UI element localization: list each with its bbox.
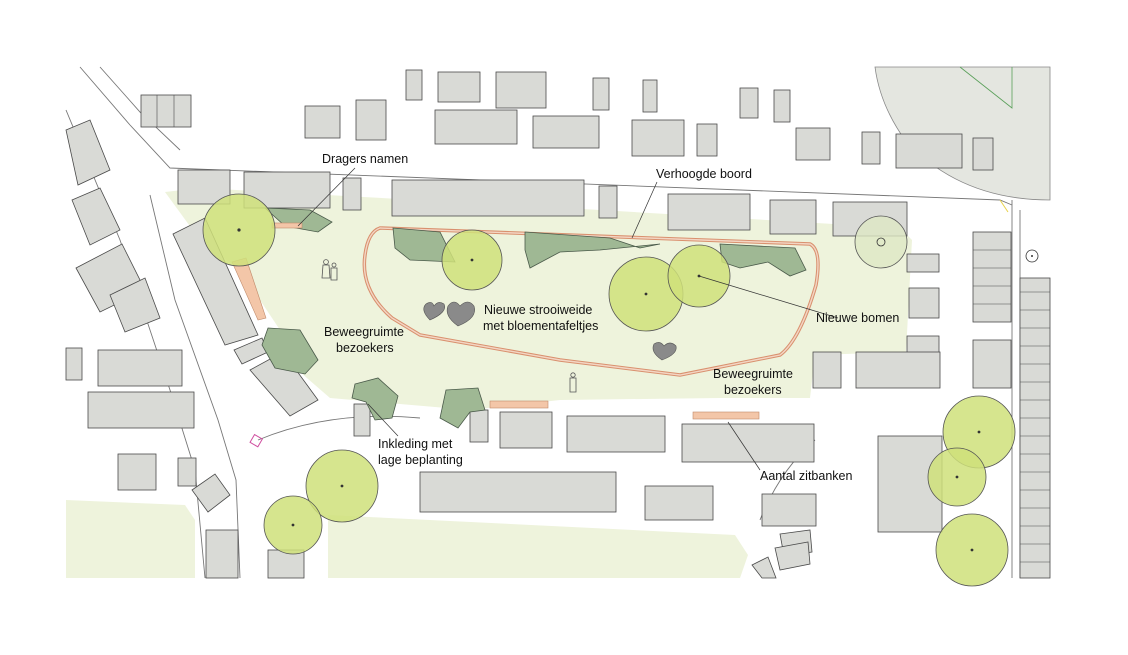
street-north-2 [99,66,181,151]
label-strooiweide-line2: met bloementafeltjes [483,319,598,333]
buildings-south [353,403,817,579]
flower-tables [423,301,677,361]
street-west [149,194,241,579]
park-lawn [165,188,912,410]
trees [202,193,1039,587]
street-north [79,66,1013,206]
label-beweegruimte-east-line2: bezoekers [724,383,782,397]
shrub-plantings [261,207,807,429]
yellow-marker [999,199,1009,213]
raised-border-inner [363,227,819,376]
people-icons [321,259,577,393]
label-beweegruimte-west-line1: Beweegruimte [324,325,404,339]
label-strooiweide-line1: Nieuwe strooiweide [484,303,592,317]
small-marker-square [249,433,264,448]
label-inkleding-line2: lage beplanting [378,453,463,467]
buildings-park-north [177,169,908,237]
label-aantal-zitbanken: Aantal zitbanken [760,469,852,483]
street-south [257,415,421,441]
buildings-west [65,119,319,579]
benches [231,222,760,420]
lower-center-green-area [328,515,748,578]
buildings-north [140,69,994,171]
label-nieuwe-bomen: Nieuwe bomen [816,311,899,325]
label-beweegruimte-west-line2: bezoekers [336,341,394,355]
top-right-path [959,66,1013,109]
label-beweegruimte-east-line1: Beweegruimte [713,367,793,381]
label-inkleding-line1: Inkleding met [378,437,453,451]
leader-lines [297,167,839,471]
label-verhoogde-boord: Verhoogde boord [656,167,752,181]
label-dragers-namen: Dragers namen [322,152,408,166]
lower-left-green-area [66,500,195,578]
buildings-east [812,231,1051,579]
